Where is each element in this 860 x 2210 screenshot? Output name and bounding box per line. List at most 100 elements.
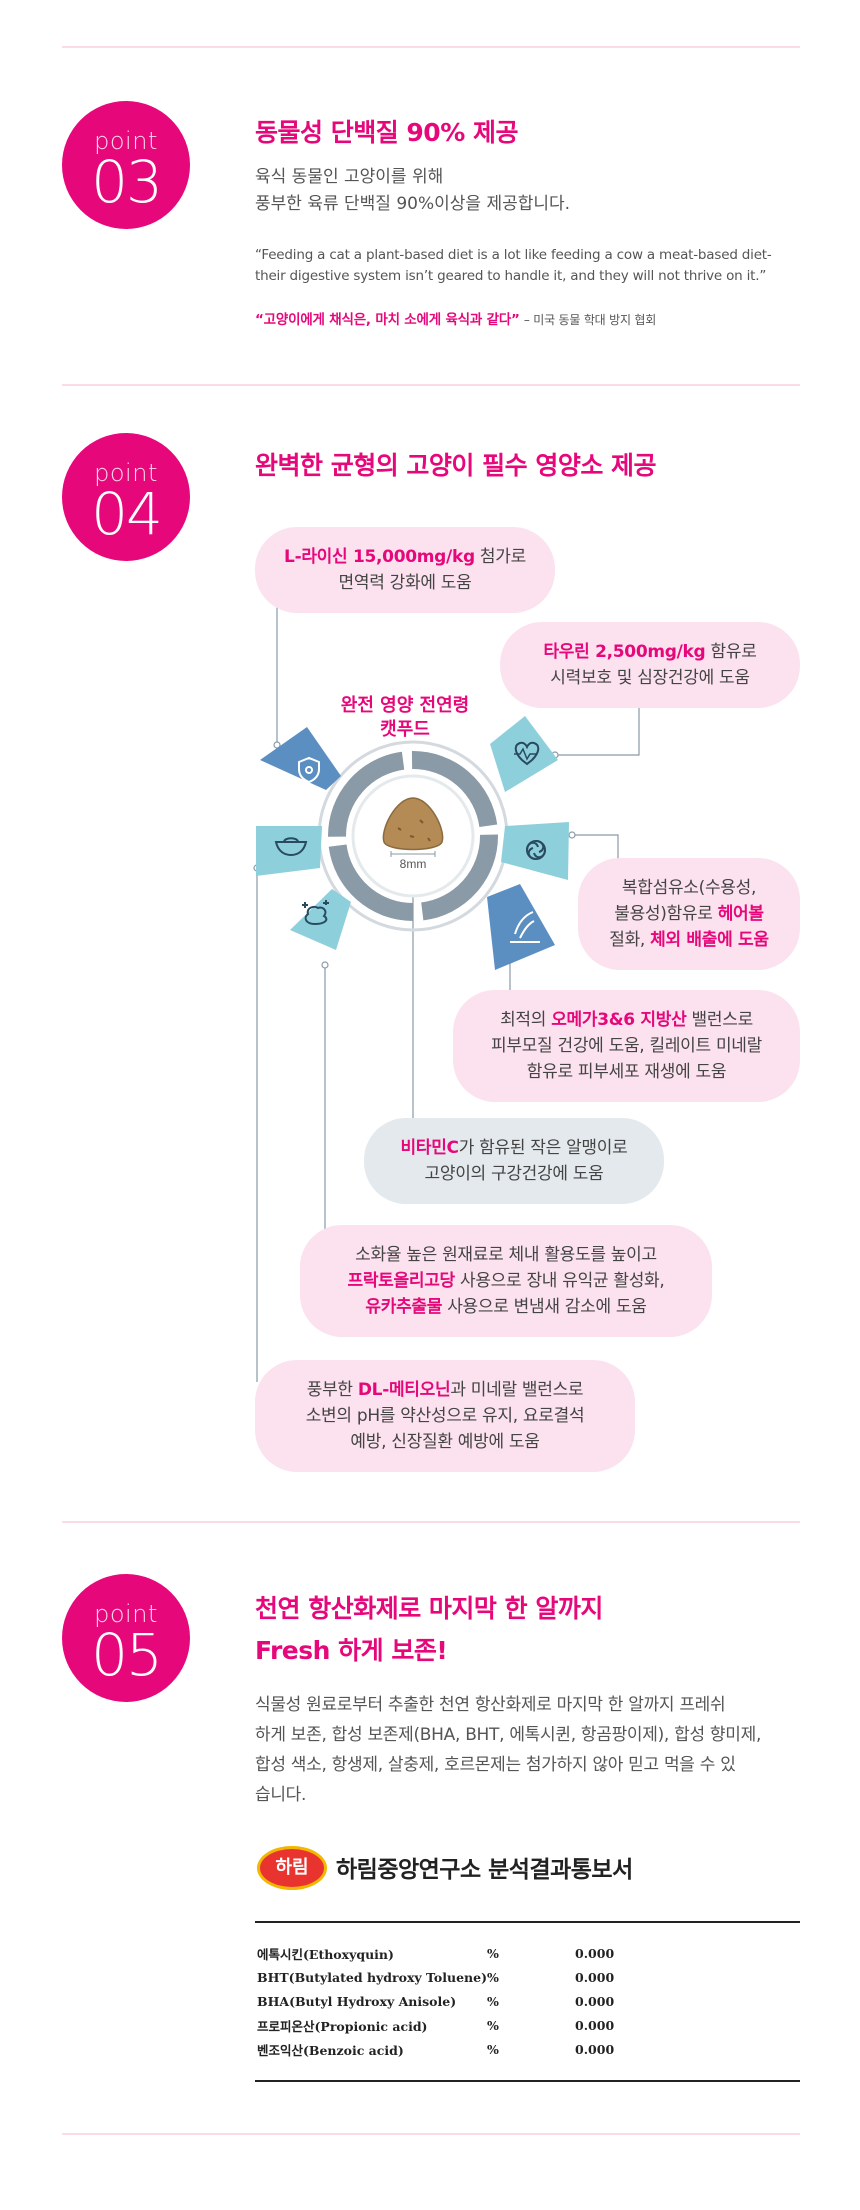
point-number: 05 xyxy=(91,1621,163,1689)
divider-after-point-04 xyxy=(62,1521,800,1523)
quote-korean: “고양이에게 채식은, 마치 소에게 육식과 같다” xyxy=(255,312,520,328)
quote-line: their digestive system isn’t geared to h… xyxy=(255,268,767,284)
connector-dot xyxy=(321,961,329,969)
segment-heart xyxy=(490,716,558,792)
report-cell-name: BHT(Butylated hydroxy Toluene) xyxy=(257,1969,487,1985)
point-04-badge: point 04 xyxy=(62,433,190,561)
report-cell-name: 프로피온산(Propionic acid) xyxy=(257,2018,428,2034)
sparkle-poop-icon xyxy=(302,900,329,926)
report-cell-value: 0.000 xyxy=(575,2041,615,2057)
table-row: BHA(Butyl Hydroxy Anisole)%0.000 xyxy=(257,1989,787,2013)
omega-line3: 함유로 피부세포 재생에 도움 xyxy=(526,1062,727,1082)
taurine-text: 함유로 xyxy=(705,642,757,662)
fiber-line2-highlight: 헤어볼 xyxy=(717,904,764,924)
fiber-line2-text: 불용성)함유로 xyxy=(614,904,718,924)
report-bottom-rule xyxy=(255,2080,800,2082)
heading-line: 천연 항산화제로 마지막 한 알까지 xyxy=(255,1594,603,1623)
body-line: 육식 동물인 고양이를 위해 xyxy=(255,167,444,187)
wheel-inner-ring xyxy=(351,774,475,898)
table-row: 에톡시킨(Ethoxyquin)% 0.000 xyxy=(257,1941,787,1965)
methionine-suffix: 과 미네랄 밸런스로 xyxy=(450,1380,584,1400)
point-05-badge: point 05 xyxy=(62,1574,190,1702)
report-cell-unit: % xyxy=(487,1969,499,1985)
report-cell-value: 0.000 xyxy=(575,2017,615,2033)
report-cell-value: 0.000 xyxy=(575,1993,615,2009)
fiber-line3-text: 절화, xyxy=(609,930,651,950)
connector-dot xyxy=(568,831,576,839)
fiber-line3-highlight: 체외 배출에 도움 xyxy=(650,930,769,950)
body-line: 풍부한 육류 단백질 90%이상을 제공합니다. xyxy=(255,194,571,214)
divider-top xyxy=(62,46,800,48)
point-04-heading: 완벽한 균형의 고양이 필수 영양소 제공 xyxy=(255,451,657,480)
report-top-rule xyxy=(255,1921,800,1923)
callout-fos: 소화율 높은 원재료로 체내 활용도를 높이고 프락토올리고당 사용으로 장내 … xyxy=(300,1225,712,1337)
table-row: 프로피온산(Propionic acid)% 0.000 xyxy=(257,2013,787,2037)
callout-methionine: 풍부한 DL-메티오닌과 미네랄 밸런스로 소변의 pH를 약산성으로 유지, … xyxy=(255,1360,635,1472)
point-number: 04 xyxy=(91,480,163,548)
body-line: 식물성 원료로부터 추출한 천연 항산화제로 마지막 한 알까지 프레쉬 xyxy=(255,1695,726,1715)
omega-line2: 피부모질 건강에 도움, 킬레이트 미네랄 xyxy=(491,1036,762,1056)
report-cell-unit: % xyxy=(487,1945,499,1961)
hair-follicle-icon xyxy=(510,911,540,943)
methionine-prefix: 풍부한 xyxy=(306,1380,358,1400)
methionine-highlight: DL-메티오닌 xyxy=(357,1380,451,1400)
callout-taurine: 타우린 2,500mg/kg 함유로 시력보호 및 심장건강에 도움 xyxy=(500,622,800,708)
segment-immunity xyxy=(260,727,341,790)
kibble-size-label: 8mm xyxy=(400,857,427,871)
segment-bowl xyxy=(256,826,322,876)
taurine-highlight: 타우린 2,500mg/kg xyxy=(543,642,706,662)
vitc-line2: 고양이의 구강건강에 도움 xyxy=(424,1164,604,1184)
connector-fiber xyxy=(572,834,619,866)
table-row: BHT(Butylated hydroxy Toluene)% 0.000 xyxy=(257,1965,787,1989)
segment-icons xyxy=(274,741,546,943)
body-line: 하게 보존, 합성 보존제(BHA, BHT, 에톡시퀸, 항곰팡이제), 합성… xyxy=(255,1725,762,1745)
fos-line1: 소화율 높은 원재료로 체내 활용도를 높이고 xyxy=(355,1245,657,1265)
point-number: 03 xyxy=(91,148,163,216)
lysine-line2: 면역력 강화에 도움 xyxy=(338,573,472,593)
omega-highlight: 오메가3&6 지방산 xyxy=(551,1010,687,1030)
nutrient-wheel-diagram: 8mm xyxy=(253,578,640,1382)
report-cell-value: 0.000 xyxy=(575,1969,615,1985)
body-line: 습니다. xyxy=(255,1785,307,1805)
report-cell-value: 0.000 xyxy=(575,1945,615,1961)
harim-logo: 하림 xyxy=(257,1846,327,1890)
wheel-title-line: 캣푸드 xyxy=(380,719,430,740)
report-cell-name: 벤조익산(Benzoic acid) xyxy=(257,2042,404,2058)
vitc-highlight: 비타민C xyxy=(400,1138,460,1158)
quote-source: – 미국 동물 학대 방지 협회 xyxy=(523,313,657,327)
callout-vitamin-c: 비타민C가 함유된 작은 알맹이로 고양이의 구강건강에 도움 xyxy=(364,1118,664,1204)
kibble-image xyxy=(382,797,444,851)
segment-digest xyxy=(290,889,351,950)
heading-line: Fresh 하게 보존! xyxy=(255,1636,448,1665)
report-cell-name: 에톡시킨(Ethoxyquin) xyxy=(257,1946,394,1962)
vitc-text: 가 함유된 작은 알맹이로 xyxy=(458,1138,628,1158)
taurine-line2: 시력보호 및 심장건강에 도움 xyxy=(550,668,750,688)
point-03-quote-ko: “고양이에게 채식은, 마치 소에게 육식과 같다” – 미국 동물 학대 방지… xyxy=(255,310,656,331)
point-03-body: 육식 동물인 고양이를 위해 풍부한 육류 단백질 90%이상을 제공합니다. xyxy=(255,164,570,218)
swirl-icon xyxy=(526,840,546,860)
quote-line: “Feeding a cat a plant-based diet is a l… xyxy=(255,247,772,263)
connector-dot xyxy=(273,741,281,749)
divider-bottom xyxy=(62,2133,800,2135)
shield-virus-icon xyxy=(298,756,320,784)
connector-taurine xyxy=(555,708,640,756)
point-05-body: 식물성 원료로부터 추출한 천연 항산화제로 마지막 한 알까지 프레쉬 하게 … xyxy=(255,1690,761,1810)
wheel-title: 완전 영양 전연령 캣푸드 xyxy=(310,694,500,742)
point-03-heading: 동물성 단백질 90% 제공 xyxy=(255,118,518,147)
point-word: point xyxy=(94,127,158,155)
fos-highlight-2: 유카추출물 xyxy=(365,1297,443,1317)
lysine-highlight: L-라이신 15,000mg/kg xyxy=(284,547,475,567)
divider-after-point-03 xyxy=(62,384,800,386)
fos-highlight-1: 프락토올리고당 xyxy=(347,1271,456,1291)
report-title: 하림중앙연구소 분석결과통보서 xyxy=(336,1857,633,1883)
point-word: point xyxy=(94,1600,158,1628)
fiber-line1: 복합섬유소(수용성, xyxy=(621,878,757,898)
point-05-heading: 천연 항산화제로 마지막 한 알까지 Fresh 하게 보존! xyxy=(255,1588,603,1672)
callout-fiber: 복합섬유소(수용성, 불용성)함유로 헤어볼 절화, 체외 배출에 도움 xyxy=(578,858,800,970)
wheel-title-line: 완전 영양 전연령 xyxy=(340,695,470,716)
cat-bowl-icon xyxy=(274,837,308,857)
report-cell-unit: % xyxy=(487,2017,499,2033)
fos-line3-text: 사용으로 변냄새 감소에 도움 xyxy=(442,1297,647,1317)
methionine-line3: 예방, 신장질환 예방에 도움 xyxy=(350,1432,540,1452)
